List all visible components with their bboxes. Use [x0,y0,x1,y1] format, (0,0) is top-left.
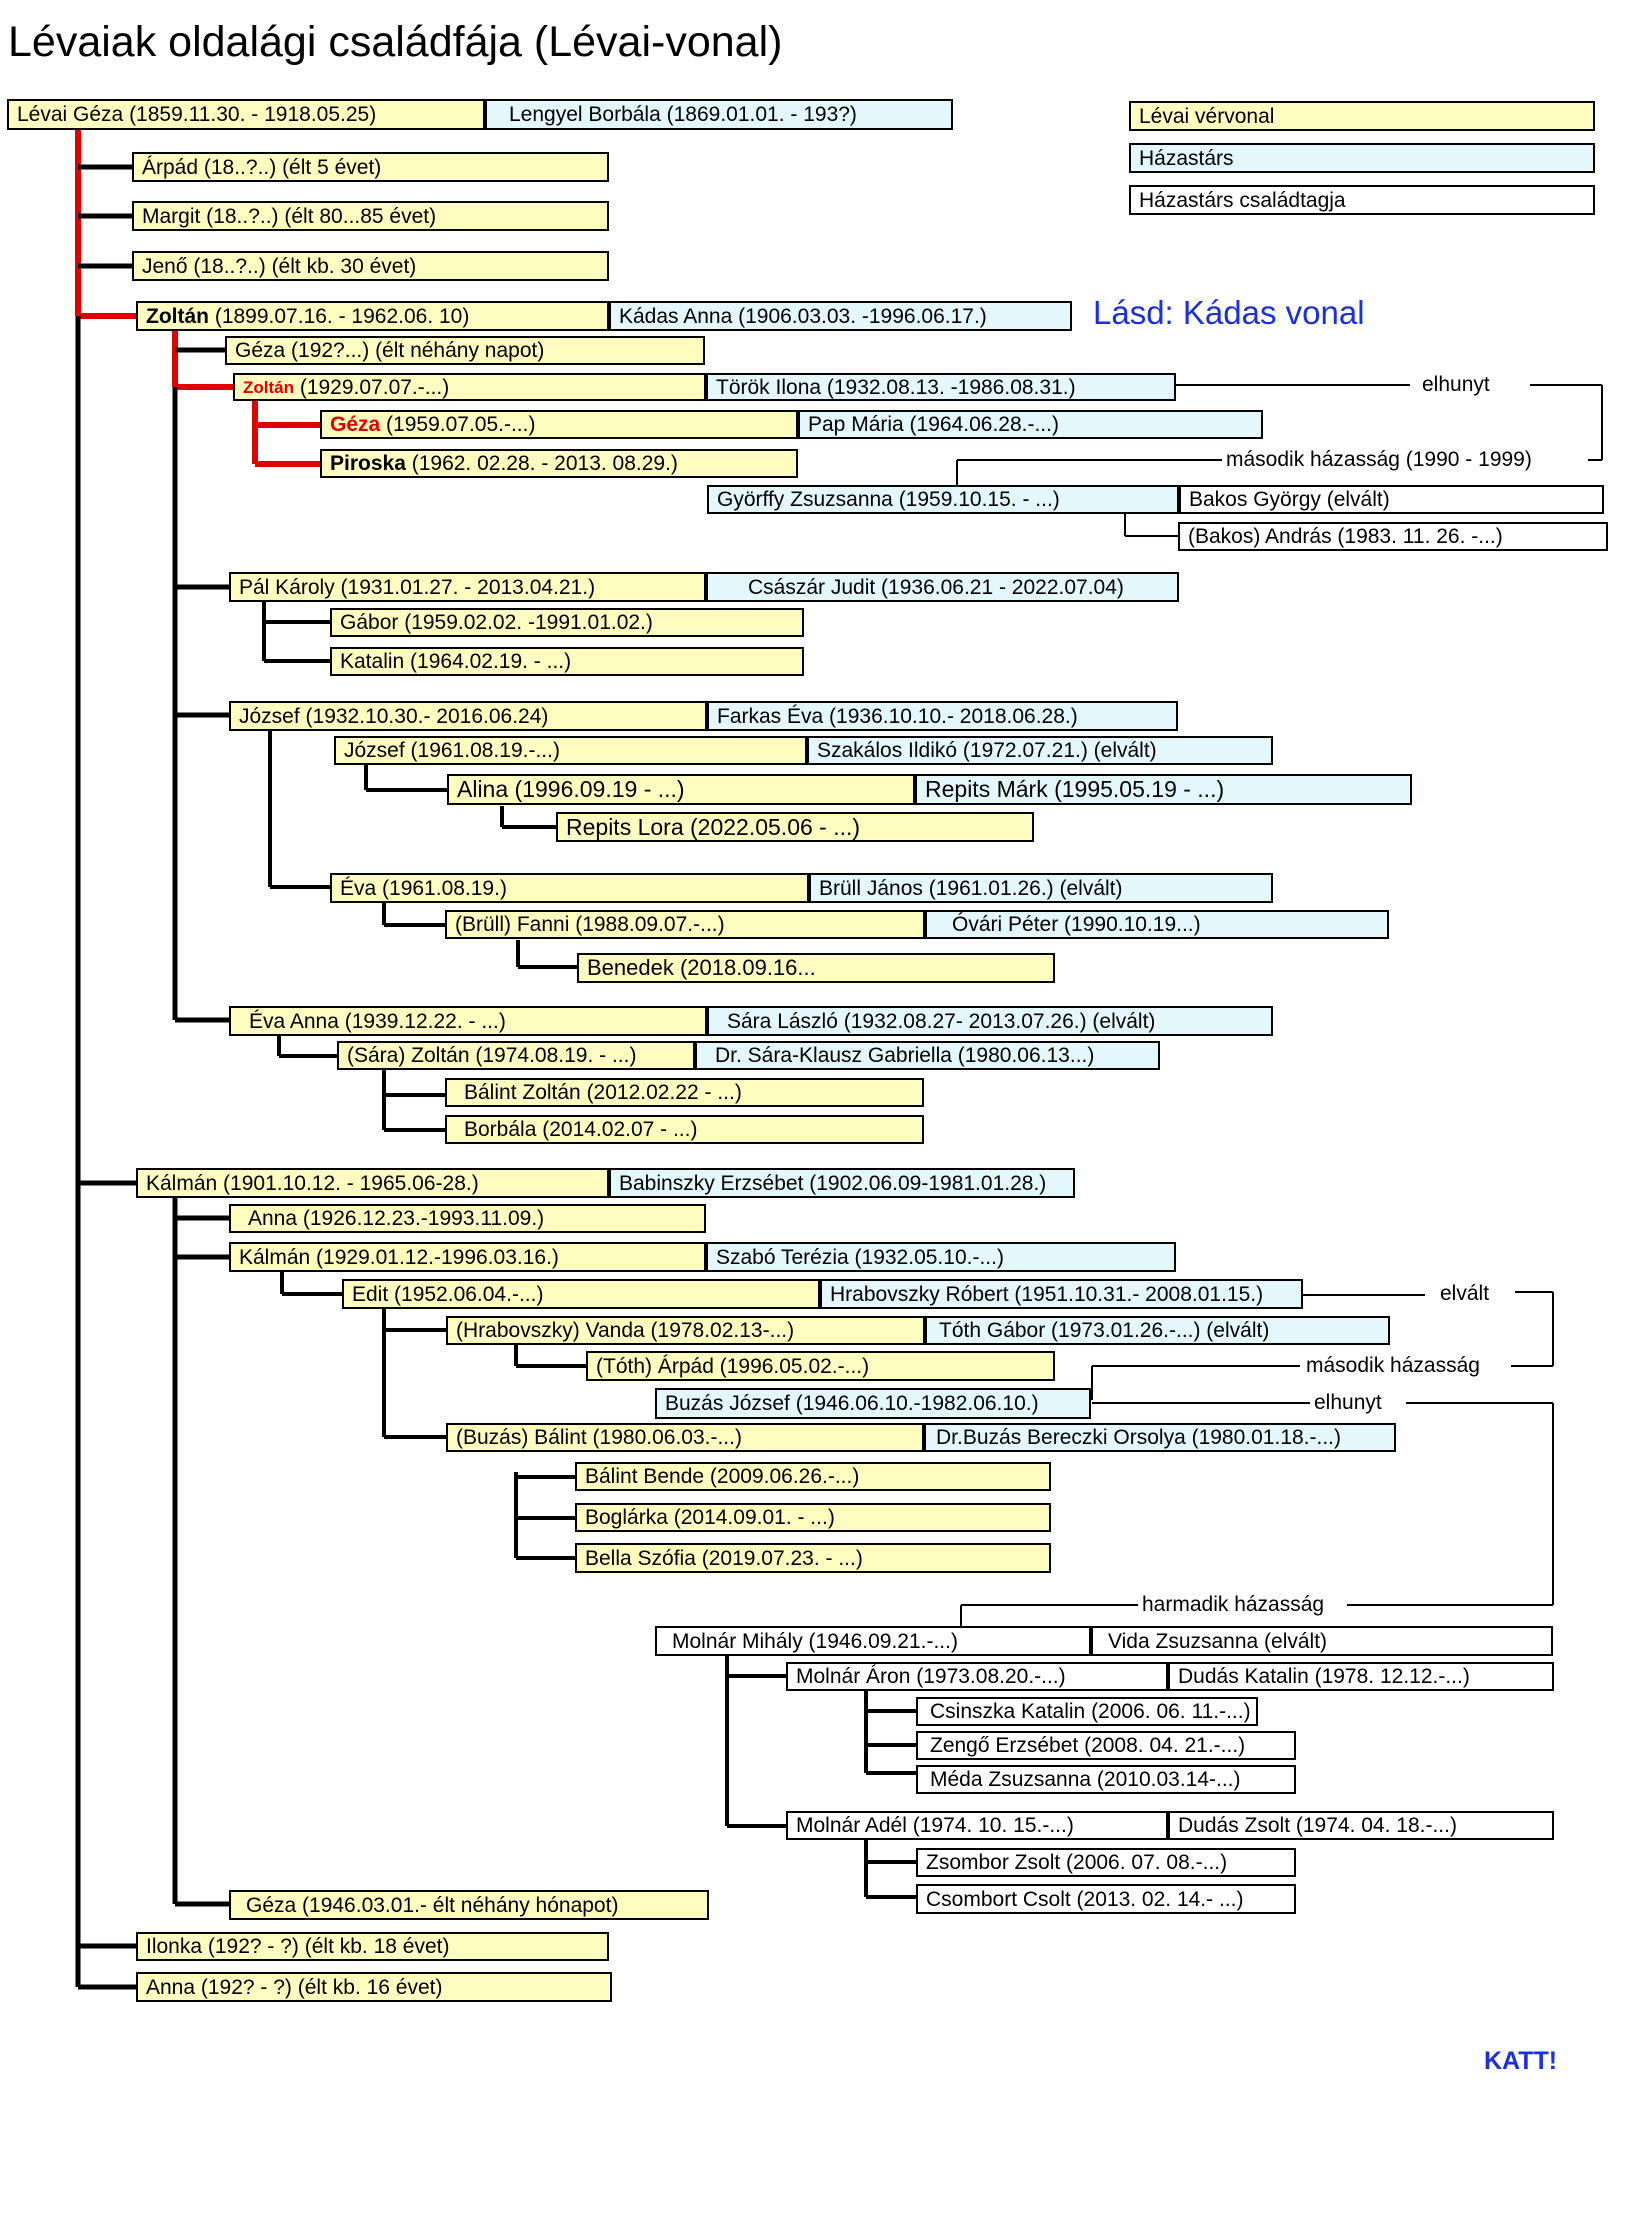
relative-csinszka-katalin[interactable]: Csinszka Katalin (2006. 06. 11.-...) [916,1697,1258,1726]
relative-molnar-mihaly[interactable]: Molnár Mihály (1946.09.21.-...) [655,1626,1091,1656]
person-anna-192[interactable]: Anna (192? - ?) (élt kb. 16 évet) [136,1972,612,2002]
person-repits-lora[interactable]: Repits Lora (2022.05.06 - ...) [556,812,1034,842]
spouse-ovari-peter[interactable]: Óvári Péter (1990.10.19...) [925,910,1389,939]
person-jozsef-1961[interactable]: József (1961.08.19.-...) [334,736,807,765]
relative-molnar-aron[interactable]: Molnár Áron (1973.08.20.-...) [786,1662,1168,1691]
person-zoltan-1929[interactable]: Zoltán (1929.07.07.-...) [233,373,706,401]
spouse-szakalos-ildiko[interactable]: Szakálos Ildikó (1972.07.21.) (elvált) [807,736,1273,765]
person-benedek[interactable]: Benedek (2018.09.16... [577,953,1055,983]
note-deceased-2: elhunyt [1310,1391,1386,1415]
dates-zoltan-1929: (1929.07.07.-...) [294,375,450,399]
relative-meda-zsuzsanna[interactable]: Méda Zsuzsanna (2010.03.14-...) [916,1765,1296,1794]
person-zoltan-1899[interactable]: Zoltán (1899.07.16. - 1962.06. 10) [136,301,609,331]
person-buzas-balint[interactable]: (Buzás) Bálint (1980.06.03.-...) [446,1423,924,1452]
person-alina[interactable]: Alina (1996.09.19 - ...) [447,774,915,805]
spouse-torok-ilona[interactable]: Török Ilona (1932.08.13. -1986.08.31.) [706,373,1176,401]
blood-line-connectors [75,130,320,467]
name-piroska: Piroska [330,452,406,475]
person-hrabovszky-vanda[interactable]: (Hrabovszky) Vanda (1978.02.13-...) [446,1316,925,1345]
thin-tree-connectors [262,600,916,1899]
spouse-repits-mark[interactable]: Repits Márk (1995.05.19 - ...) [915,774,1412,805]
person-jeno[interactable]: Jenő (18..?..) (élt kb. 30 évet) [132,251,609,281]
person-brull-fanni[interactable]: (Brüll) Fanni (1988.09.07.-...) [445,910,925,939]
spouse-buzas-jozsef[interactable]: Buzás József (1946.06.10.-1982.06.10.) [655,1388,1091,1419]
person-eva-anna[interactable]: Éva Anna (1939.12.22. - ...) [229,1006,707,1036]
person-sara-zoltan[interactable]: (Sára) Zoltán (1974.08.19. - ...) [337,1041,695,1070]
person-jozsef-1932[interactable]: József (1932.10.30.- 2016.06.24) [229,701,707,731]
person-eva-1961[interactable]: Éva (1961.08.19.) [330,873,809,903]
person-ilonka[interactable]: Ilonka (192? - ?) (élt kb. 18 évet) [136,1932,609,1961]
person-margit[interactable]: Margit (18..?..) (élt 80...85 évet) [132,201,609,231]
spouse-farkas-eva[interactable]: Farkas Éva (1936.10.10.- 2018.06.28.) [707,701,1178,731]
spouse-szabo-terezia[interactable]: Szabó Terézia (1932.05.10.-...) [706,1242,1176,1272]
spouse-babinszky-erzsebet[interactable]: Babinszky Erzsébet (1902.06.09-1981.01.2… [609,1168,1075,1198]
relative-vida-zsuzsanna[interactable]: Vida Zsuzsanna (elvált) [1091,1626,1553,1656]
legend-spouse: Házastárs [1129,143,1595,173]
dates-zoltan-1899: (1899.07.16. - 1962.06. 10) [209,304,470,328]
person-kalman-1929[interactable]: Kálmán (1929.01.12.-1996.03.16.) [229,1242,706,1272]
spouse-pap-maria[interactable]: Pap Mária (1964.06.28.-...) [798,410,1263,439]
name-zoltan-1929: Zoltán [243,377,294,397]
relative-csombort-csolt[interactable]: Csombort Csolt (2013. 02. 14.- ...) [916,1884,1296,1914]
legend-spouse-relative: Házastárs családtagja [1129,185,1595,215]
marriage-connectors [956,384,1603,1626]
relative-bakos-andras[interactable]: (Bakos) András (1983. 11. 26. -...) [1178,522,1608,551]
person-edit[interactable]: Edit (1952.06.04.-...) [342,1279,820,1309]
person-boglarka[interactable]: Boglárka (2014.09.01. - ...) [575,1503,1051,1532]
spouse-lengyel-borbala[interactable]: Lengyel Borbála (1869.01.01. - 193?) [485,99,953,130]
person-balint-bende[interactable]: Bálint Bende (2009.06.26.-...) [575,1462,1051,1491]
name-zoltan-1899: Zoltán [146,304,209,328]
spouse-sara-klausz-gabriella[interactable]: Dr. Sára-Klausz Gabriella (1980.06.13...… [695,1041,1160,1070]
spouse-buzas-bereczki-orsolya[interactable]: Dr.Buzás Bereczki Orsolya (1980.01.18.-.… [924,1423,1396,1452]
person-borbala-2014[interactable]: Borbála (2014.02.07 - ...) [445,1115,924,1144]
relative-dudas-zsolt[interactable]: Dudás Zsolt (1974. 04. 18.-...) [1168,1811,1554,1840]
spouse-kadas-anna[interactable]: Kádas Anna (1906.03.03. -1996.06.17.) [609,301,1072,331]
person-anna-1926[interactable]: Anna (1926.12.23.-1993.11.09.) [229,1204,706,1233]
note-second-marriage-1: második házasság (1990 - 1999) [1222,448,1536,472]
person-gabor[interactable]: Gábor (1959.02.02. -1991.01.02.) [330,608,804,637]
relative-molnar-adel[interactable]: Molnár Adél (1974. 10. 15.-...) [786,1811,1168,1840]
person-pal-karoly[interactable]: Pál Károly (1931.01.27. - 2013.04.21.) [229,572,706,602]
kadas-line-link[interactable]: Lásd: Kádas vonal [1093,294,1365,331]
person-kalman-1901[interactable]: Kálmán (1901.10.12. - 1965.06-28.) [136,1168,609,1198]
person-geza-1946[interactable]: Géza (1946.03.01.- élt néhány hónapot) [229,1890,709,1920]
name-geza-1959: Géza [330,413,381,436]
legend-blood-line: Lévai vérvonal [1129,101,1595,131]
spouse-toth-gabor[interactable]: Tóth Gábor (1973.01.26.-...) (elvált) [925,1316,1390,1345]
person-piroska[interactable]: Piroska (1962. 02.28. - 2013. 08.29.) [320,449,798,478]
dates-piroska: (1962. 02.28. - 2013. 08.29.) [405,452,678,475]
relative-bakos-gyorgy[interactable]: Bakos György (elvált) [1179,485,1604,514]
thick-tree-connectors [75,164,229,1990]
person-bella-szofia[interactable]: Bella Szófia (2019.07.23. - ...) [575,1543,1051,1573]
spouse-gyorffy-zsuzsanna[interactable]: Györffy Zsuzsanna (1959.10.15. - ...) [707,485,1179,514]
person-toth-arpad[interactable]: (Tóth) Árpád (1996.05.02.-...) [586,1351,1055,1381]
note-third-marriage: harmadik házasság [1138,1593,1329,1617]
note-second-marriage-2: második házasság [1302,1354,1484,1378]
katt-link[interactable]: KATT! [1484,2047,1558,2075]
person-katalin[interactable]: Katalin (1964.02.19. - ...) [330,647,804,676]
spouse-csaszar-judit[interactable]: Császár Judit (1936.06.21 - 2022.07.04) [706,572,1179,602]
relative-zsombor-zsolt[interactable]: Zsombor Zsolt (2006. 07. 08.-...) [916,1848,1296,1877]
note-deceased-1: elhunyt [1418,373,1494,397]
note-divorced-2: elvált [1436,1282,1494,1306]
person-arpad[interactable]: Árpád (18..?..) (élt 5 évet) [132,152,609,182]
spouse-brull-janos[interactable]: Brüll János (1961.01.26.) (elvált) [809,873,1273,903]
person-geza-1859[interactable]: Lévai Géza (1859.11.30. - 1918.05.25) [7,99,485,130]
spouse-sara-laszlo[interactable]: Sára László (1932.08.27- 2013.07.26.) (e… [707,1006,1273,1036]
relative-dudas-katalin[interactable]: Dudás Katalin (1978. 12.12.-...) [1168,1662,1554,1691]
person-geza-1959[interactable]: Géza (1959.07.05.-...) [320,410,798,439]
person-balint-zoltan[interactable]: Bálint Zoltán (2012.02.22 - ...) [445,1078,924,1107]
spouse-hrabovszky-robert[interactable]: Hrabovszky Róbert (1951.10.31.- 2008.01.… [820,1279,1303,1309]
dates-geza-1959: (1959.07.05.-...) [380,413,536,436]
person-geza-192[interactable]: Géza (192?...) (élt néhány napot) [225,336,705,365]
relative-zengo-erzsebet[interactable]: Zengő Erzsébet (2008. 04. 21.-...) [916,1731,1296,1760]
page-title: Lévaiak oldalági családfája (Lévai-vonal… [8,18,783,66]
